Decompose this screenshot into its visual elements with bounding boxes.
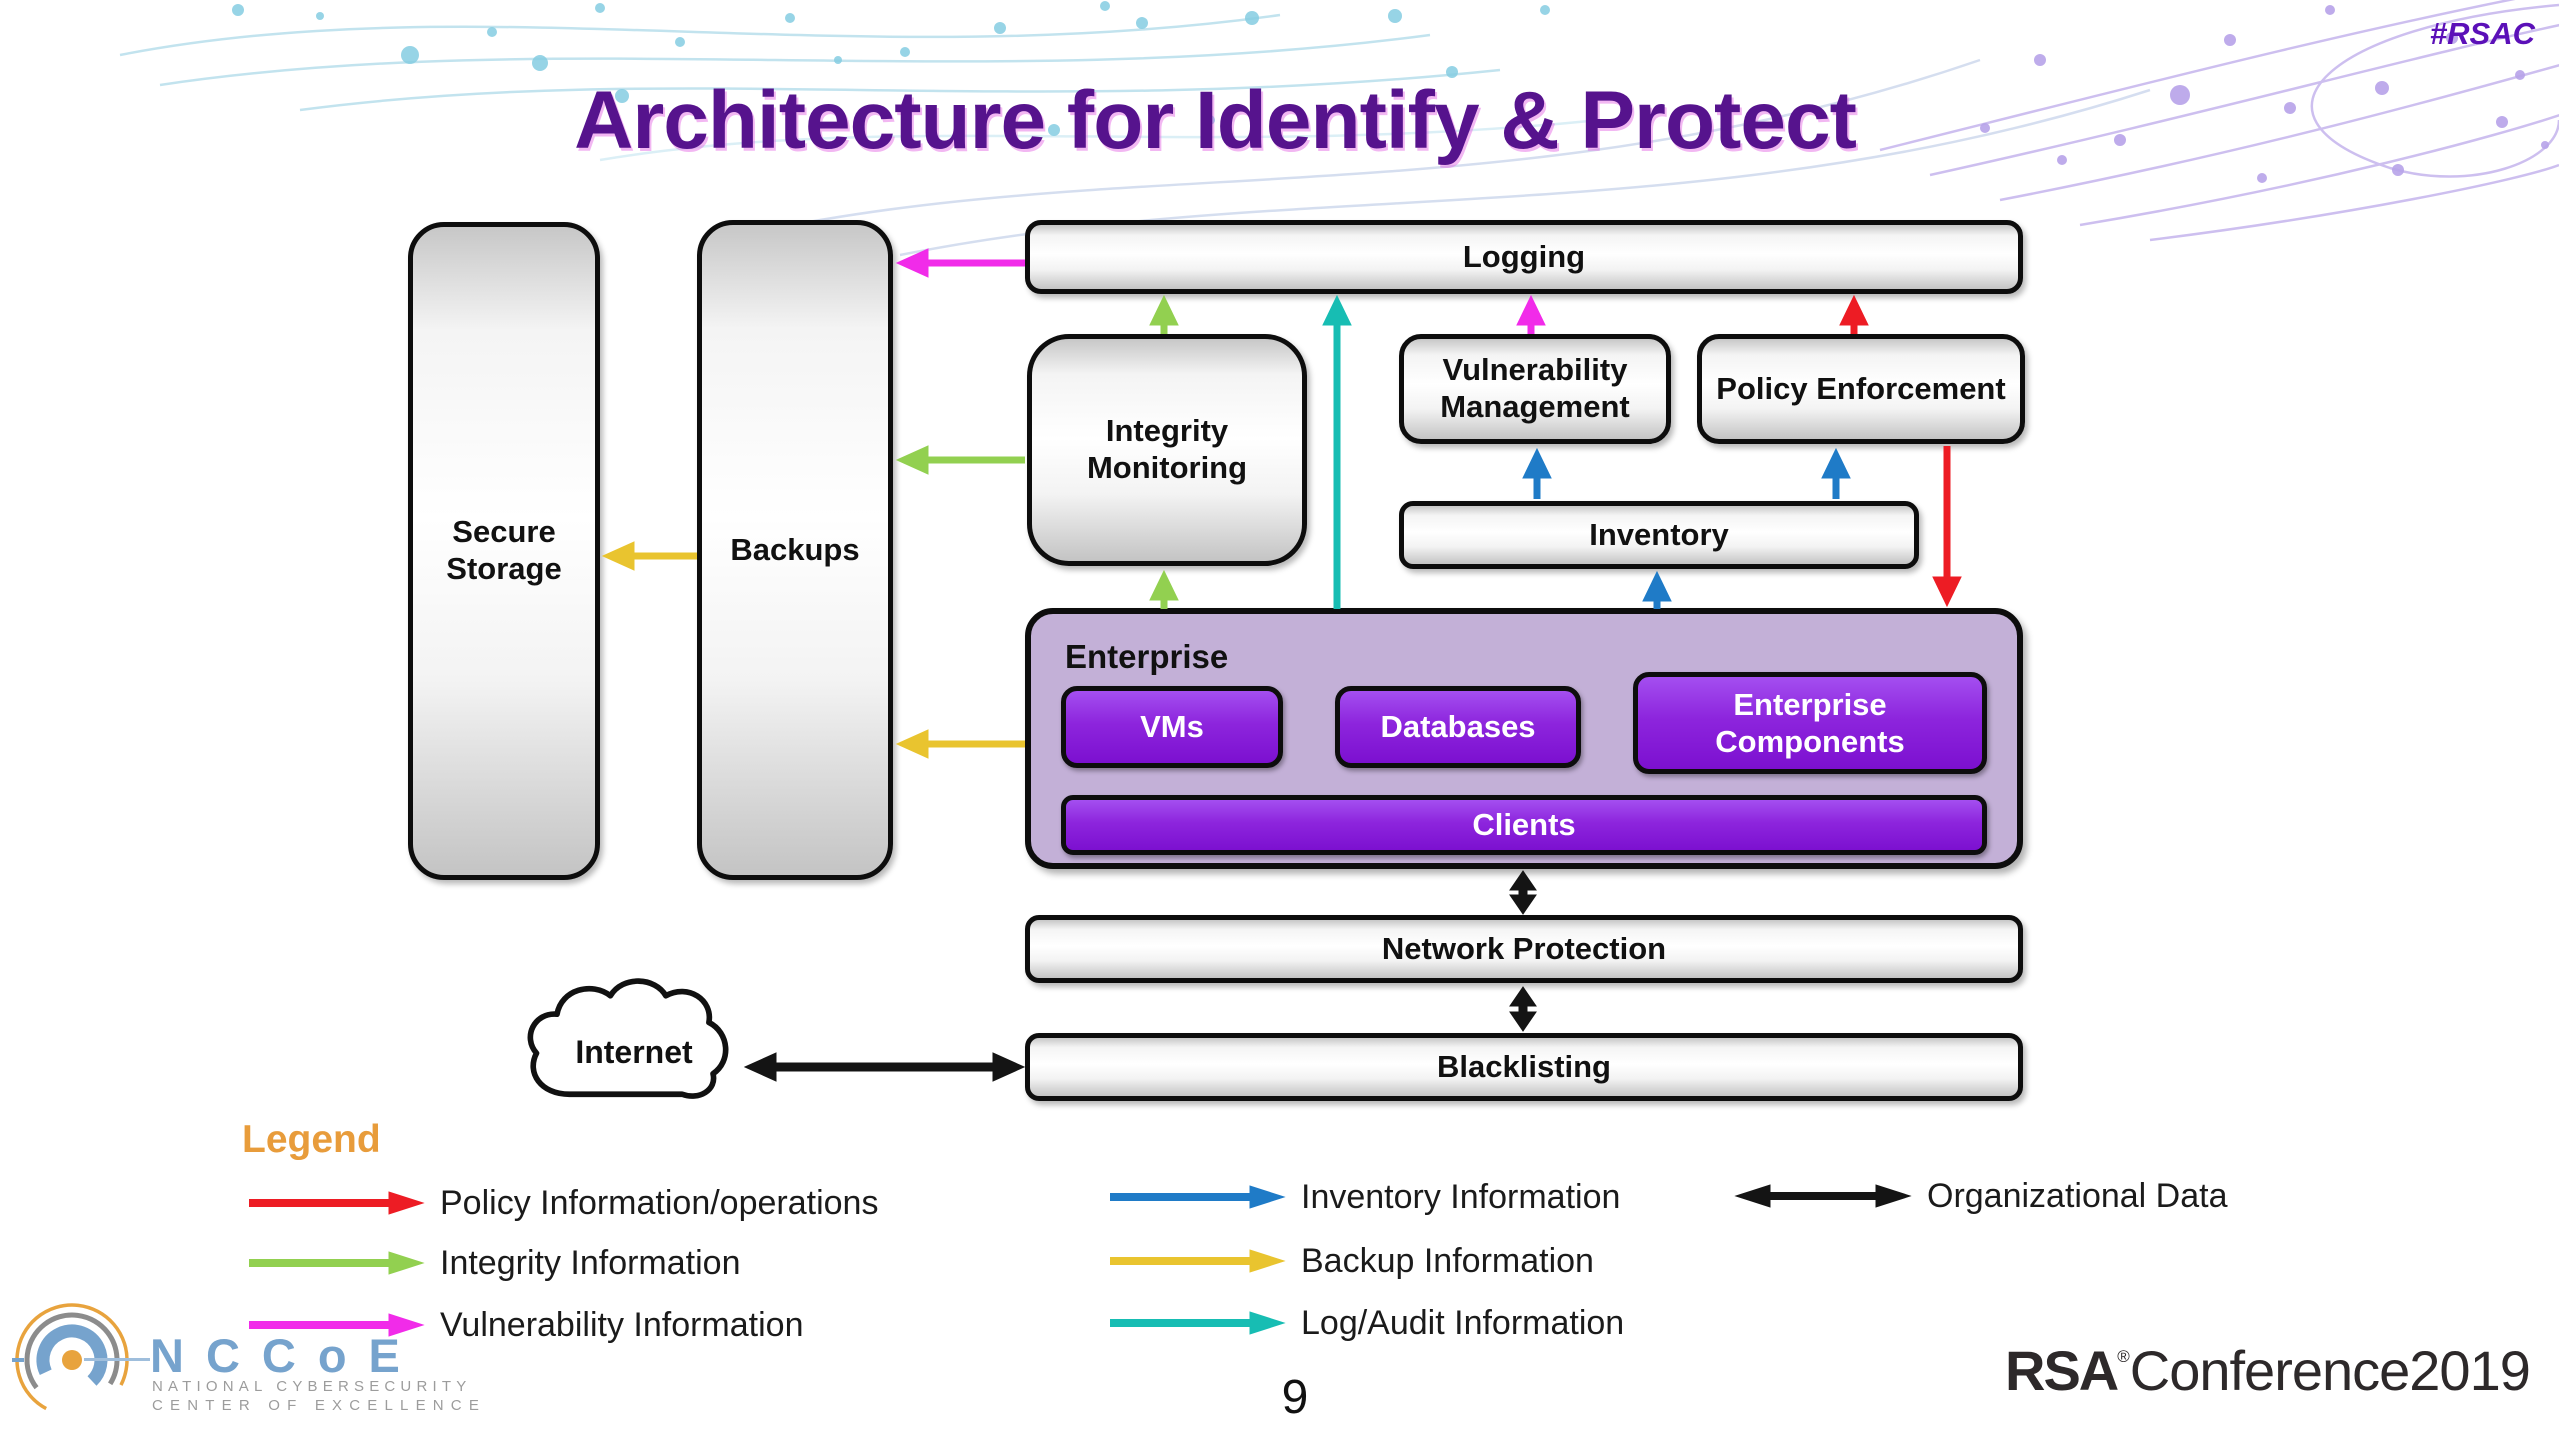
box-enterprise-components: Enterprise Components	[1633, 672, 1987, 774]
legend-label: Organizational Data	[1927, 1176, 2228, 1215]
enterprise-label: Enterprise	[1065, 638, 1229, 675]
arrow-vulnerability-to-logging	[1516, 294, 1546, 334]
arrow-backups-to-secure-storage	[601, 541, 697, 571]
legend-item-vulnerability: Vulnerability Information	[247, 1301, 803, 1349]
arrow-integrity-to-backups	[895, 445, 1025, 475]
nccoe-logo-mark	[12, 1303, 129, 1417]
cloud-icon	[527, 978, 729, 1099]
rsa-registered-mark: ®	[2117, 1347, 2130, 1366]
page-number: 9	[1281, 1371, 1309, 1424]
box-blacklisting: Blacklisting	[1025, 1033, 2023, 1101]
box-clients: Clients	[1061, 795, 1987, 855]
box-logging: Logging	[1025, 220, 2023, 294]
arrow-integrity-to-logging	[1149, 294, 1179, 334]
legend-item-organizational: Organizational Data	[1734, 1172, 2228, 1220]
internet-cloud: Internet	[516, 972, 752, 1118]
box-inventory: Inventory	[1399, 501, 1919, 569]
nccoe-connector-line	[84, 1358, 150, 1361]
arrow-policy-to-logging	[1839, 294, 1869, 334]
enterprise-container: Enterprise VMs Databases Enterprise Comp…	[1025, 608, 2023, 869]
box-policy-enforcement: Policy Enforcement	[1697, 334, 2025, 444]
arrow-inventory-to-policy	[1821, 447, 1851, 499]
arrow-logging-to-backups-vulnerability	[895, 248, 1025, 278]
legend-arrow-teal	[1110, 1311, 1286, 1335]
legend-item-inventory: Inventory Information	[1108, 1173, 1620, 1221]
rsa-conference-logo: RSA®Conference2019	[2005, 1338, 2531, 1403]
rsa-brand: RSA	[2005, 1339, 2119, 1402]
box-databases: Databases	[1335, 686, 1581, 768]
legend-label: Policy Information/operations	[440, 1183, 879, 1222]
arrow-internet-blacklisting	[743, 1052, 1026, 1082]
legend-label: Inventory Information	[1301, 1177, 1621, 1216]
legend-label: Integrity Information	[440, 1243, 741, 1282]
legend-item-policy: Policy Information/operations	[247, 1179, 878, 1227]
box-network-protection: Network Protection	[1025, 915, 2023, 983]
arrow-enterprise-to-integrity	[1149, 569, 1179, 609]
legend-arrow-blue	[1110, 1185, 1286, 1209]
box-backups: Backups	[697, 220, 893, 880]
nccoe-caption-line1: NATIONAL CYBERSECURITY	[152, 1378, 472, 1395]
arrow-enterprise-to-backups	[895, 729, 1025, 759]
legend-arrow-magenta	[249, 1313, 425, 1337]
internet-label: Internet	[575, 1034, 693, 1070]
legend-item-log-audit: Log/Audit Information	[1108, 1299, 1624, 1347]
legend-arrow-black-double	[1734, 1184, 1912, 1208]
arrow-policy-to-enterprise	[1932, 446, 1962, 608]
rsa-conference-year: Conference2019	[2129, 1339, 2531, 1402]
legend-label: Backup Information	[1301, 1241, 1594, 1280]
box-vms: VMs	[1061, 686, 1283, 768]
box-integrity-monitoring: Integrity Monitoring	[1027, 334, 1307, 566]
legend-label: Vulnerability Information	[440, 1305, 804, 1344]
box-vulnerability-management: Vulnerability Management	[1399, 334, 1671, 444]
slide-title: Architecture for Identify & Protect	[574, 75, 1857, 166]
legend-label: Log/Audit Information	[1301, 1303, 1625, 1342]
legend-arrow-red	[249, 1191, 425, 1215]
arrow-network-blacklisting	[1509, 986, 1537, 1032]
nccoe-wordmark: NCCoE	[150, 1329, 422, 1382]
arrow-inventory-to-vulnerability	[1522, 447, 1552, 499]
legend-item-integrity: Integrity Information	[247, 1239, 740, 1287]
legend-heading: Legend	[242, 1118, 381, 1161]
legend-arrow-green	[249, 1251, 425, 1275]
arrow-enterprise-network-protection	[1509, 870, 1537, 915]
arrow-enterprise-to-logging	[1322, 294, 1352, 609]
legend-arrow-yellow	[1110, 1249, 1286, 1273]
box-secure-storage: Secure Storage	[408, 222, 600, 880]
nccoe-logo: NCCoE NATIONAL CYBERSECURITY CENTER OF E…	[10, 1294, 479, 1436]
nccoe-caption-line2: CENTER OF EXCELLENCE	[152, 1397, 487, 1414]
rsac-hashtag: #RSAC	[2429, 16, 2535, 51]
cloud-shape	[527, 978, 729, 1099]
legend-item-backup: Backup Information	[1108, 1237, 1594, 1285]
arrow-enterprise-to-inventory	[1642, 570, 1672, 609]
